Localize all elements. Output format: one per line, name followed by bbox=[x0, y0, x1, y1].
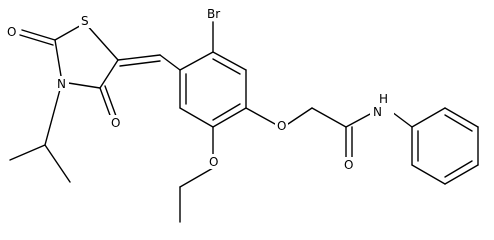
aromatic-inner-2 bbox=[212, 103, 241, 121]
structure-canvas: S O N O Br O O O H N bbox=[5, 6, 479, 223]
bond-c5-s1 bbox=[84, 22, 119, 61]
atom-label-hydrogen: H bbox=[379, 92, 388, 106]
bond-p5-p6 bbox=[411, 164, 446, 185]
bond-c2-c3 bbox=[212, 51, 247, 71]
methylidene-linker bbox=[117, 54, 181, 71]
atom-label-oxygen: O bbox=[277, 119, 286, 133]
atom-label-sulfur: S bbox=[81, 14, 89, 28]
chemical-structure: S O N O Br O O O H N bbox=[5, 6, 479, 223]
phenyl-ring bbox=[411, 107, 479, 185]
bond-ch-me1 bbox=[9, 144, 46, 161]
bond-p1-p2 bbox=[411, 107, 446, 128]
phenyl-inner-2 bbox=[444, 160, 473, 178]
acetamide-chain bbox=[287, 107, 413, 158]
atom-label-oxygen: O bbox=[344, 158, 353, 172]
bond-n3-ch bbox=[44, 81, 63, 146]
bond-ch-aryl bbox=[159, 54, 181, 71]
bond-c5-ch bbox=[117, 54, 161, 61]
bond-ch2-co bbox=[311, 107, 347, 128]
central-benzene-ring bbox=[179, 21, 276, 223]
bond-n-phenyl bbox=[391, 111, 413, 128]
bond-p4-p5 bbox=[444, 164, 479, 185]
bond-co-n bbox=[345, 112, 373, 128]
bond-c5-ch-double bbox=[119, 60, 161, 67]
atom-label-bromine: Br bbox=[207, 7, 220, 21]
aromatic-inner-1 bbox=[212, 58, 241, 75]
atom-label-nitrogen: N bbox=[373, 105, 382, 119]
bond-p2-p3 bbox=[444, 107, 479, 128]
bond-ch-me2 bbox=[44, 144, 71, 183]
bond-c4-o-double bbox=[104, 85, 117, 117]
bond-oethoxy-ch2 bbox=[179, 167, 214, 188]
atom-label-oxygen: O bbox=[209, 155, 218, 169]
atom-label-oxygen: O bbox=[111, 116, 120, 130]
bond-oether-ch2 bbox=[287, 107, 313, 125]
bond-c2-n3 bbox=[54, 39, 63, 83]
bond-c2-o-double bbox=[19, 34, 54, 46]
bond-c2-o bbox=[21, 29, 56, 41]
bond-c4-c5 bbox=[99, 59, 119, 89]
bond-c5-c6 bbox=[179, 107, 214, 128]
bond-c1-c2 bbox=[179, 51, 214, 71]
atom-label-oxygen: O bbox=[7, 25, 16, 39]
atom-label-nitrogen: N bbox=[57, 77, 66, 91]
thiazolidinedione-ring bbox=[9, 22, 119, 183]
bond-c4-oether bbox=[245, 107, 276, 125]
bond-c4-c5 bbox=[212, 107, 247, 128]
atom-labels: S O N O Br O O O H N bbox=[5, 6, 394, 172]
phenyl-inner-1 bbox=[444, 114, 473, 132]
bond-c4-o bbox=[99, 87, 112, 119]
